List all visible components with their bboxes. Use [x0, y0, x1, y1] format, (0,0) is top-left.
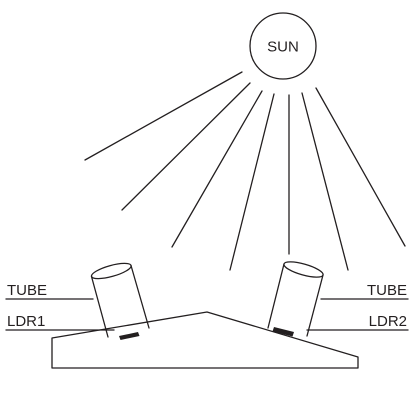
- right-tube-wall: [267, 263, 285, 329]
- left-tube: [90, 262, 150, 338]
- sun-label: SUN: [267, 39, 299, 56]
- sun-ray: [301, 92, 349, 271]
- right-tube-wall: [306, 274, 324, 337]
- ldr2-sensor: [272, 327, 294, 337]
- sun-ray: [315, 87, 406, 247]
- right-tube: [267, 261, 324, 337]
- left-tube-opening: [90, 262, 132, 280]
- sun-circle: [249, 12, 317, 80]
- sun-ray: [84, 71, 243, 161]
- ldr1-sensor: [119, 332, 140, 340]
- right-tube-opening: [283, 261, 324, 278]
- right-ldr-label: LDR2: [369, 313, 407, 330]
- left-tube-wall: [130, 264, 150, 329]
- left-tube-label: TUBE: [7, 282, 47, 299]
- sun-ray: [121, 82, 251, 211]
- sun-ray: [229, 93, 275, 271]
- right-tube-label: TUBE: [367, 282, 407, 299]
- sun-ray: [171, 90, 263, 248]
- sun-rays: [84, 71, 406, 271]
- tracker-base: [51, 311, 359, 369]
- left-tube-wall: [90, 275, 109, 338]
- left-ldr-label: LDR1: [7, 313, 45, 330]
